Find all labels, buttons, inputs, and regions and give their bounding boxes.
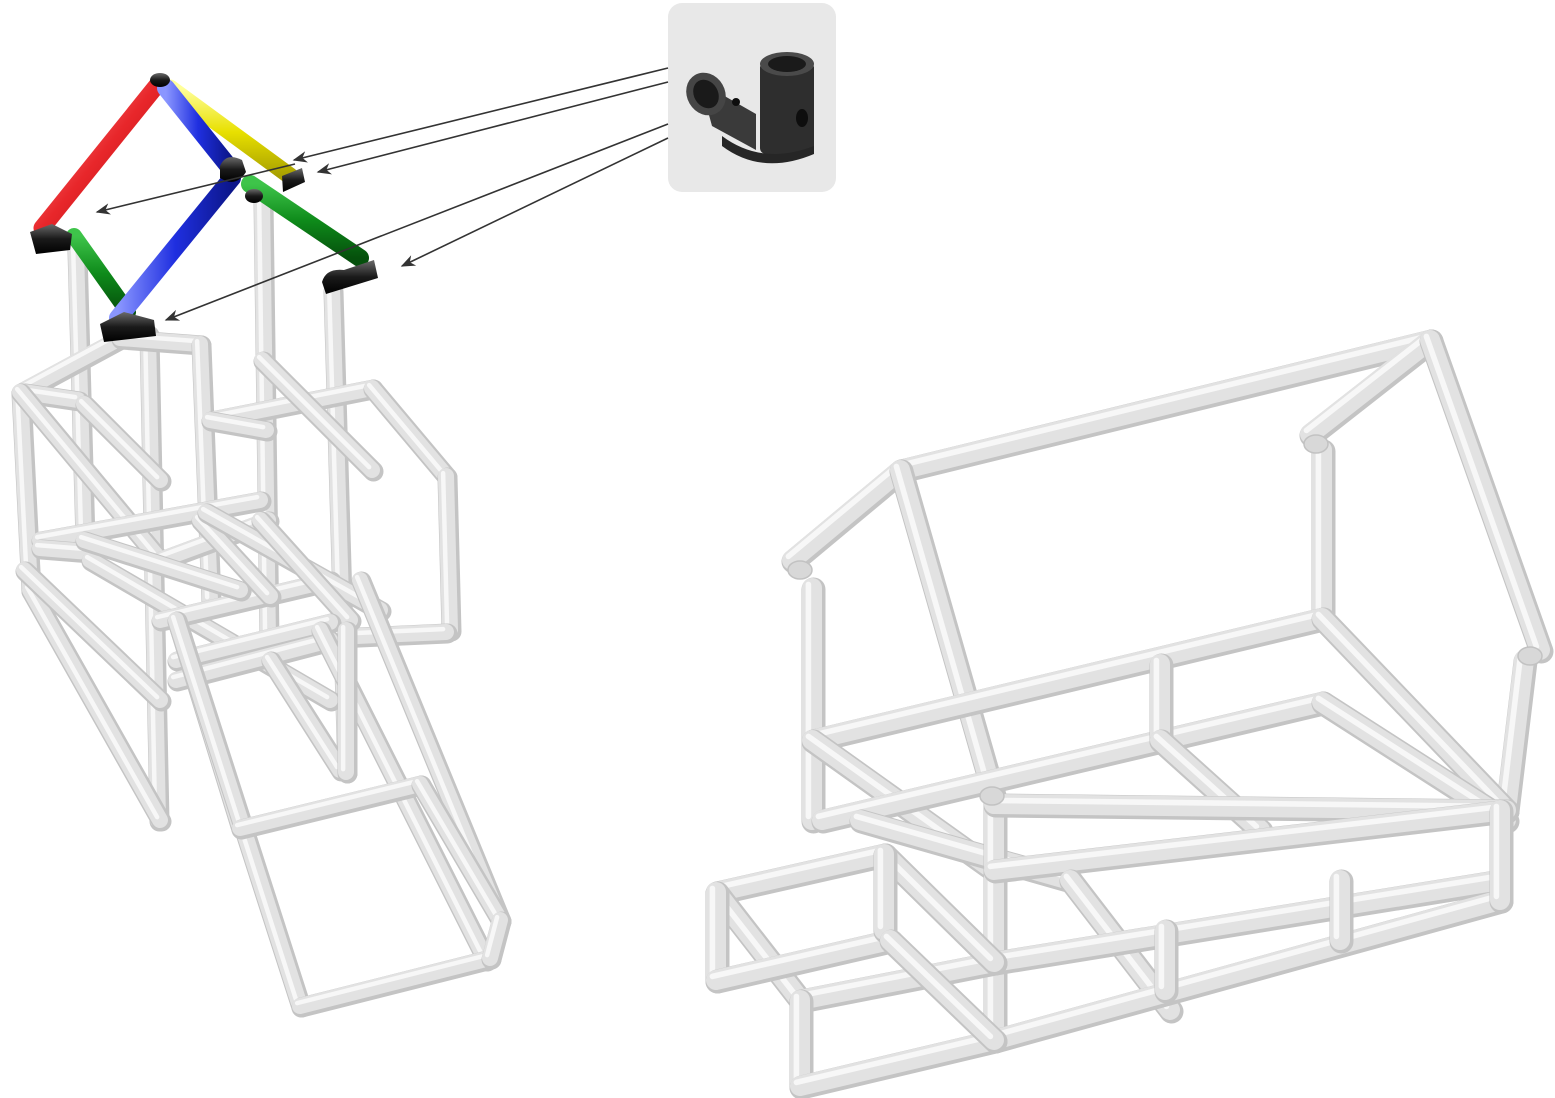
arrow-to-right-connector [400,137,669,267]
frame-pipe [202,380,380,428]
frame-pipe [790,952,1004,1010]
frame-pipe [1315,695,1506,820]
frame-pipe [1300,330,1440,444]
frame-pipe [984,800,1516,880]
connector-left [30,224,72,254]
frame-pipe [1496,650,1534,820]
connector-right [322,260,378,294]
frame-pipe [192,336,218,608]
frame-pipe [294,952,490,1006]
frame-pipe [14,332,120,392]
connector-right-rear [282,168,305,192]
frame-pipe [414,778,500,920]
frame-pipe [232,776,428,836]
frame-pipe [1423,333,1540,650]
frame-pipe [170,616,330,660]
connector-callout [668,3,836,192]
frame-pipe [32,492,268,548]
connector-mid [220,157,263,203]
frame-pipe [256,354,372,470]
frame-pipe [12,330,128,400]
green-pipe-back [241,175,369,267]
frame-pipe [984,890,1510,1050]
frame-pipe [802,608,1332,750]
frame-pipe [78,398,160,480]
green-pipe-front [66,228,136,320]
frame-pipe [438,468,458,638]
frame-pipe [1499,653,1524,810]
frame-pipe [805,611,1322,740]
frame-pipe [1303,333,1430,434]
arrow-to-right-rear-connector [292,67,669,163]
frame-pipe [264,654,340,770]
frame-joint [787,560,813,580]
frame-pipe [883,933,994,1040]
frame-pipe [987,893,1500,1040]
arrow-to-left-connector [95,163,296,215]
frame-pipe [709,933,890,980]
frame-pipe [782,460,910,570]
frame-pipe [890,330,1440,480]
frame-pipe [987,797,1506,810]
frame-joint [1517,646,1543,666]
frame-pipe [366,382,446,476]
frame-pipe [292,950,498,1014]
frame-pipe [254,514,350,620]
frame-pipe [484,914,500,958]
frame-pipe [18,564,160,700]
frame-pipe [984,870,1510,972]
frame-pipe [168,614,338,668]
frame-pipe [140,326,166,828]
frame-pipe [987,803,1506,870]
frame-pipe [785,463,900,560]
frame-pipe [112,330,208,352]
frame-pipe [440,470,450,630]
connector-front [100,312,156,342]
arrow-to-mid-connector [316,81,669,175]
frame-pipe [12,384,38,598]
frame-pipe [877,847,994,962]
frame-pipe [984,794,1516,820]
frame-pipe [78,534,240,590]
arrow-to-front-connector [164,123,669,321]
frame-pipe [234,778,420,828]
frame-pipe [32,540,98,560]
blue-pipe-lower [109,169,241,327]
red-pipe [33,75,167,237]
frame-pipe [893,463,994,798]
frame-pipe [24,584,160,820]
left-frame-structure [11,191,512,1018]
frame-pipe [204,382,372,420]
connector-top [150,73,170,87]
frame-pipe [706,844,894,902]
frame-pipe [482,912,508,966]
frame-pipe [1315,611,1506,810]
frame-pipe [815,695,1322,820]
frame-pipe [987,873,1500,962]
frame-pipe [34,494,260,540]
frame-pipe [812,692,1332,830]
right-frame-structure [705,329,1554,1098]
frame-pipe [893,333,1430,470]
yellow-pipe [161,79,299,185]
frame-joint [979,786,1005,806]
frame-pipe [170,614,300,1006]
frame-joint [1303,434,1329,454]
callout-arrows [95,67,669,321]
frame-pipe [793,1033,994,1086]
frame-pipe [142,328,158,820]
blue-pipe-upper [157,79,239,177]
frame-pipe [194,514,270,596]
frame-pipe [790,1030,1004,1096]
frame-pipe [706,930,900,990]
frame-pipe [709,847,884,892]
highlighted-roof-assembly [30,73,378,342]
tee-pipe-connector-icon [686,52,814,164]
frame-pipe [202,412,274,438]
frame-pipe [14,386,30,590]
frame-pipe [793,955,994,1000]
frame-pipe [204,414,266,430]
